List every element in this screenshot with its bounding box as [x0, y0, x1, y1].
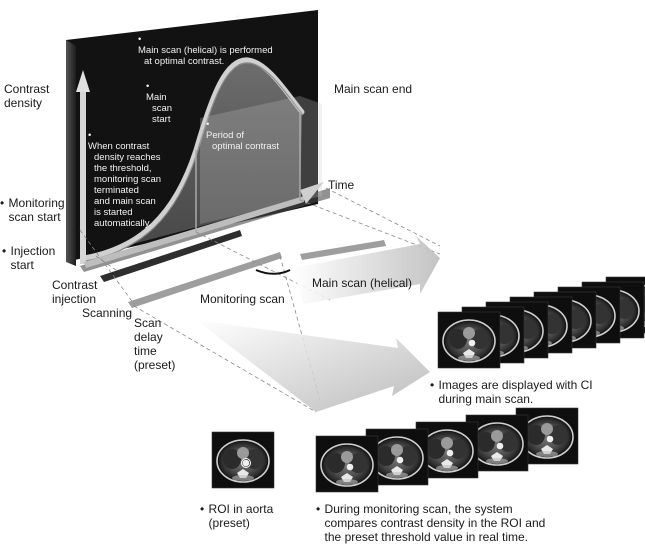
bullet-icon: • [236, 12, 240, 23]
density-axis-arrow-icon [76, 70, 90, 92]
time-axis-arrow-icon [300, 182, 324, 204]
main-scan-optimal-note: Main scan (helical) is performed at opti… [138, 34, 273, 67]
main-scan-end-label: Main scan end [334, 82, 413, 96]
main-scan-arrow-icon [292, 236, 440, 304]
main-scan-bar [300, 240, 386, 260]
main-scan-helical-label: Main scan (helical) [312, 276, 413, 290]
main-scan-start-note: Main scan start [146, 81, 172, 125]
monitoring-ct-slice-1 [315, 435, 379, 493]
density-axis [80, 88, 86, 264]
monitoring-note: During monitoring scan, the systemcompar… [316, 502, 546, 544]
period-optimal-note: Period of optimal contrast [206, 119, 279, 152]
main-scan-image-stack [437, 276, 645, 369]
graph-panel-side [66, 40, 76, 266]
contrast-injection-bar [100, 230, 242, 282]
roi-aorta-note: ROI in aorta(preset) [200, 502, 274, 530]
contrast-curve [81, 57, 305, 261]
time-axis [84, 196, 304, 268]
contrast-curve-shadow [84, 62, 304, 262]
monitoring-scan-bar [128, 252, 282, 308]
threshold-note: When contrast density reaches the thresh… [88, 130, 161, 229]
roi-marker-icon [241, 458, 251, 468]
main-scan-ct-slice-1 [437, 311, 501, 369]
monitoring-image-stack [315, 407, 579, 493]
projection-lines [79, 187, 441, 413]
time-label: Time [328, 178, 355, 192]
transition-hook [255, 269, 291, 275]
roi-aorta-image [211, 431, 275, 489]
scanning-label: Scanning [82, 306, 133, 320]
monitoring-scan-label: Monitoring scan [200, 292, 285, 306]
monitoring-scan-arrow-icon [196, 320, 430, 412]
